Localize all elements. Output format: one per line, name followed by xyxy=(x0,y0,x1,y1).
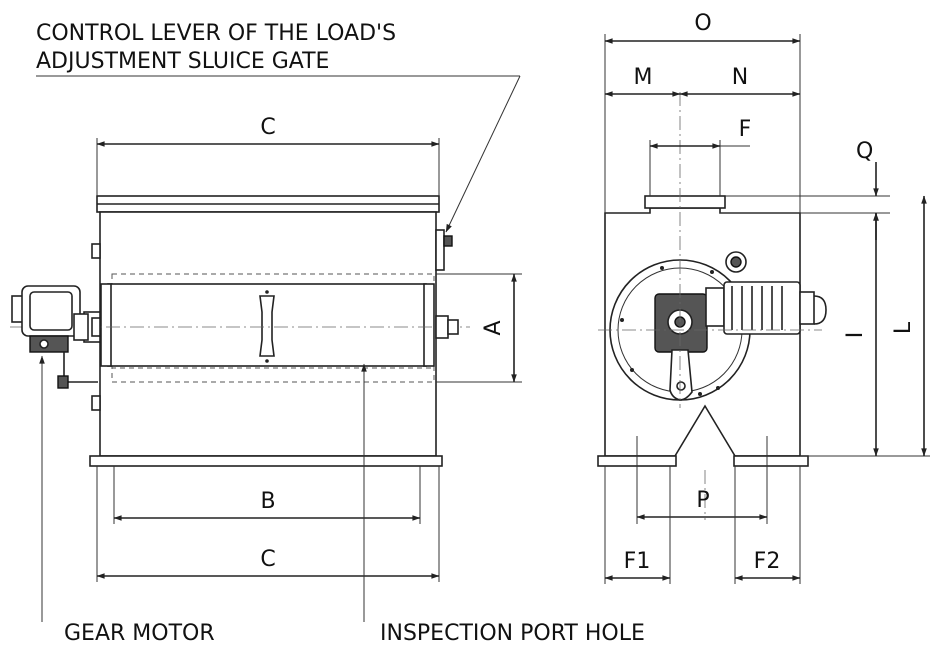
dim-n: N xyxy=(732,65,748,90)
callout-inspection-port: INSPECTION PORT HOLE xyxy=(380,621,645,646)
side-view: O M N F Q I L P F1 xyxy=(597,11,930,584)
dim-q: Q xyxy=(856,139,873,164)
dim-f: F xyxy=(739,117,752,142)
dim-i: I xyxy=(843,332,868,339)
dim-c-top: C xyxy=(260,115,275,140)
dim-f1: F1 xyxy=(624,549,651,574)
dim-o: O xyxy=(694,11,711,36)
side-top-flange xyxy=(644,195,726,209)
dim-p: P xyxy=(696,488,709,513)
sluice-gate-lever xyxy=(435,229,445,271)
callout-gear-motor: GEAR MOTOR xyxy=(64,621,215,646)
inspection-handle xyxy=(259,295,275,357)
dim-l: L xyxy=(891,321,916,334)
front-view: C A B C xyxy=(10,115,522,622)
dim-m: M xyxy=(634,65,653,90)
bottom-flange xyxy=(89,455,443,467)
dim-a: A xyxy=(481,320,506,335)
dim-b: B xyxy=(260,489,275,514)
dim-f2: F2 xyxy=(754,549,781,574)
callout-lever-line1: CONTROL LEVER OF THE LOAD'S xyxy=(36,21,396,46)
callout-lever-line2: ADJUSTMENT SLUICE GATE xyxy=(36,49,329,74)
gear-motor-front xyxy=(11,285,98,389)
side-motor xyxy=(705,281,827,335)
dim-c-bottom: C xyxy=(260,547,275,572)
lever-leader xyxy=(36,75,521,233)
